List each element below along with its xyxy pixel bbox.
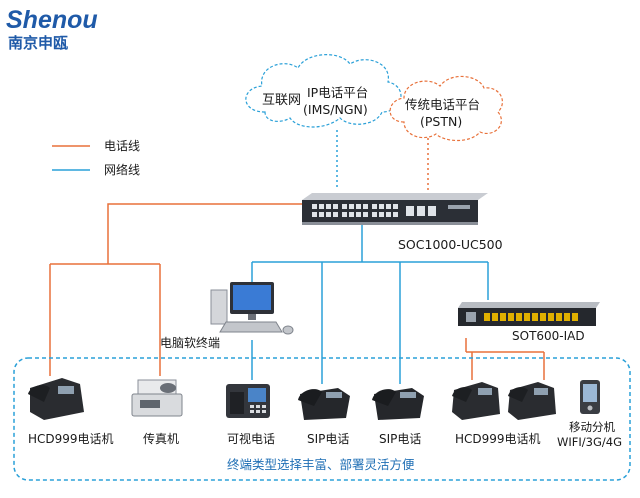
terminal-label: HCD999电话机 <box>455 432 541 446</box>
logo-text: Shenou <box>6 6 98 34</box>
terminal-label: 移动分机 <box>569 420 615 434</box>
terminal-area-caption: 终端类型选择丰富、部署灵活方便 <box>227 457 415 472</box>
phone-icon <box>508 382 556 420</box>
switch-model-label: SOC1000-UC500 <box>398 237 503 252</box>
terminal-area-border <box>13 357 631 481</box>
phone-icon <box>452 382 500 420</box>
terminal-label: HCD999电话机 <box>28 432 114 446</box>
iad-model-label: SOT600-IAD <box>512 329 585 343</box>
sip-phone-icon <box>298 388 350 420</box>
terminal-label: 可视电话 <box>227 431 275 446</box>
ip-platform-subtitle: (IMS/NGN) <box>303 102 368 117</box>
terminal-label: WIFI/3G/4G <box>557 435 622 449</box>
logo-subtitle: 南京申瓯 <box>8 34 68 52</box>
iad-device <box>458 302 600 326</box>
internet-label: 互联网 <box>262 93 301 108</box>
pstn-title: 传统电话平台 <box>405 97 480 112</box>
terminal-label: SIP电话 <box>307 432 349 446</box>
ip-platform-title: IP电话平台 <box>307 85 368 100</box>
fax-icon <box>131 379 183 417</box>
legend-phone-line-label: 电话线 <box>104 139 140 153</box>
pstn-cloud <box>389 75 503 142</box>
terminal-label: SIP电话 <box>379 432 421 446</box>
switch-device <box>302 193 488 225</box>
ip-platform-cloud <box>245 54 402 128</box>
phone-lines <box>49 203 545 380</box>
legend-network-line-label: 网络线 <box>104 162 140 177</box>
terminal-label: 传真机 <box>143 431 179 446</box>
sip-phone-icon <box>372 388 424 420</box>
phone-icon <box>28 378 84 420</box>
pc-softphone <box>210 282 294 335</box>
pc-softphone-label: 电脑软终端 <box>160 335 220 350</box>
pstn-subtitle: (PSTN) <box>420 114 462 129</box>
mobile-phone-icon <box>580 380 600 414</box>
video-phone-icon <box>226 384 270 418</box>
